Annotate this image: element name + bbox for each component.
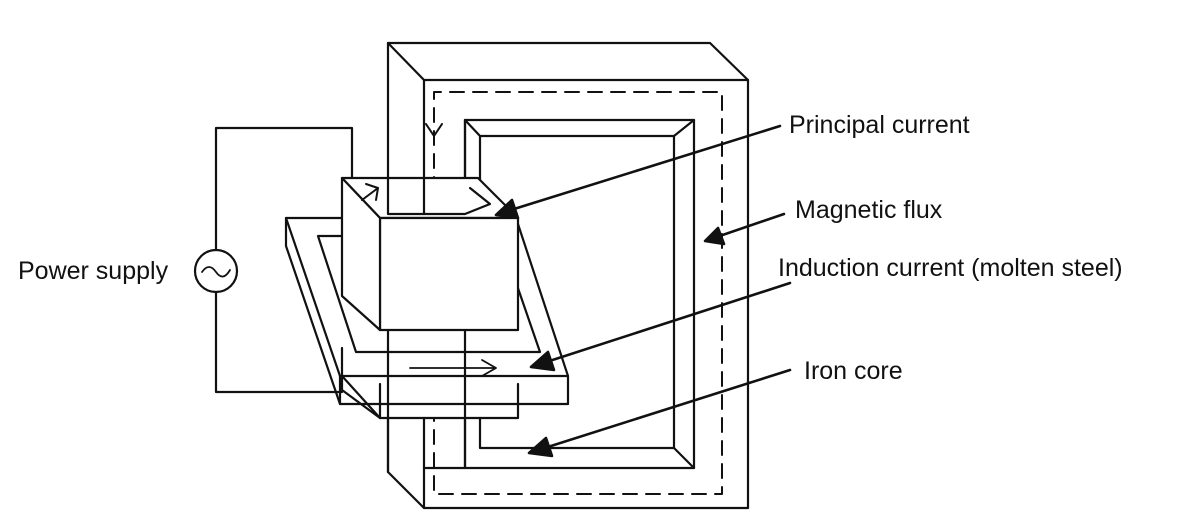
ac-wave-icon bbox=[201, 266, 231, 278]
iron-core-bottom-limb bbox=[386, 416, 467, 474]
leader-iron-core bbox=[530, 368, 792, 454]
label-iron-core: Iron core bbox=[804, 357, 903, 385]
leader-magnetic-flux-head bbox=[703, 226, 726, 246]
power-supply-circuit bbox=[193, 126, 354, 394]
circuit-wire-top bbox=[214, 126, 354, 252]
leader-induction-current bbox=[532, 281, 792, 368]
leader-induction-current-head bbox=[529, 350, 556, 372]
iron-core-front-face-edge bbox=[386, 41, 750, 82]
coil-principal-arrow bbox=[361, 183, 379, 201]
label-power-supply: Power supply bbox=[18, 257, 169, 285]
leader-principal-current bbox=[496, 124, 782, 216]
coil-core-opening bbox=[422, 186, 492, 216]
label-principal-current: Principal current bbox=[789, 111, 970, 139]
leader-iron-core-head bbox=[527, 436, 554, 458]
leader-principal-current-head bbox=[494, 198, 520, 220]
induction-current-arrow bbox=[409, 359, 497, 377]
magnetic-flux-path bbox=[433, 91, 723, 495]
coil-core-slot bbox=[386, 176, 426, 216]
lower-core-block bbox=[340, 346, 520, 420]
coil-left-face bbox=[340, 176, 382, 332]
label-magnetic-flux: Magnetic flux bbox=[795, 196, 943, 224]
circuit-wire-bottom bbox=[214, 290, 344, 394]
lower-block-left bbox=[340, 374, 382, 420]
coil-block bbox=[340, 176, 520, 332]
coil-front-face bbox=[378, 216, 520, 332]
label-induction-current: Induction current (molten steel) bbox=[778, 254, 1123, 282]
iron-core-window-bevel bbox=[463, 118, 696, 470]
magnetic-flux-arrow bbox=[425, 123, 443, 137]
leader-lines bbox=[494, 124, 792, 458]
power-supply-source-symbol bbox=[193, 248, 239, 294]
iron-core bbox=[386, 41, 750, 510]
lower-block-body bbox=[340, 374, 520, 420]
